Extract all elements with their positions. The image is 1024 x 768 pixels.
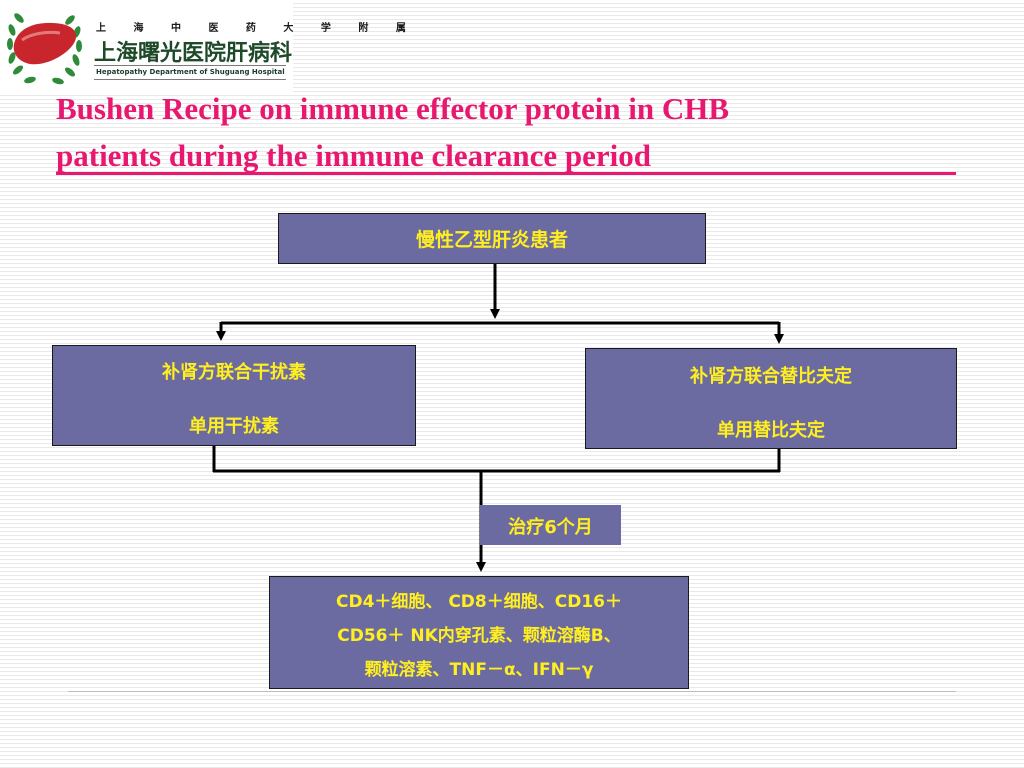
slide-title-line2: patients during the immune clearance per… <box>56 138 651 173</box>
footer-rule <box>68 691 956 692</box>
outcome-line-1: CD4＋细胞、 CD8＋细胞、CD16＋ <box>336 592 622 612</box>
outcome-measures-box: CD4＋细胞、 CD8＋细胞、CD16＋ CD56＋ NK内穿孔素、颗粒溶酶B、… <box>269 576 689 689</box>
outcome-line-3: 颗粒溶素、TNF－α、IFN－γ <box>364 660 594 680</box>
hospital-logo: 上 海 中 医 药 大 学 附 属 上海曙光医院肝病科 Hepatopathy … <box>0 0 406 92</box>
title-underline <box>56 172 956 175</box>
patient-group-label: 慢性乙型肝炎患者 <box>415 229 568 251</box>
telbivudine-alone-label: 单用替比夫定 <box>717 420 825 441</box>
logo-divider <box>94 79 286 80</box>
logo-department-text: 上海曙光医院肝病科 <box>94 41 293 66</box>
telbivudine-combo-label: 补肾方联合替比夫定 <box>690 366 852 387</box>
slide-title-line1: Bushen Recipe on immune effector protein… <box>56 91 730 126</box>
liver-laurel-icon <box>7 13 82 85</box>
interferon-combo-label: 补肾方联合干扰素 <box>162 362 306 383</box>
outcome-line-2: CD56＋ NK内穿孔素、颗粒溶酶B、 <box>337 626 621 646</box>
interferon-group-box: 补肾方联合干扰素 单用干扰素 <box>52 345 416 446</box>
logo-divider <box>94 65 286 66</box>
treatment-duration-label: 治疗6个月 <box>508 517 593 538</box>
telbivudine-group-box: 补肾方联合替比夫定 单用替比夫定 <box>585 348 957 449</box>
patient-group-box: 慢性乙型肝炎患者 <box>278 213 706 264</box>
logo-english-text: Hepatopathy Department of Shuguang Hospi… <box>96 68 285 76</box>
logo-university-text: 上 海 中 医 药 大 学 附 属 <box>96 23 418 34</box>
interferon-alone-label: 单用干扰素 <box>189 416 279 437</box>
treatment-duration-box: 治疗6个月 <box>480 505 621 545</box>
